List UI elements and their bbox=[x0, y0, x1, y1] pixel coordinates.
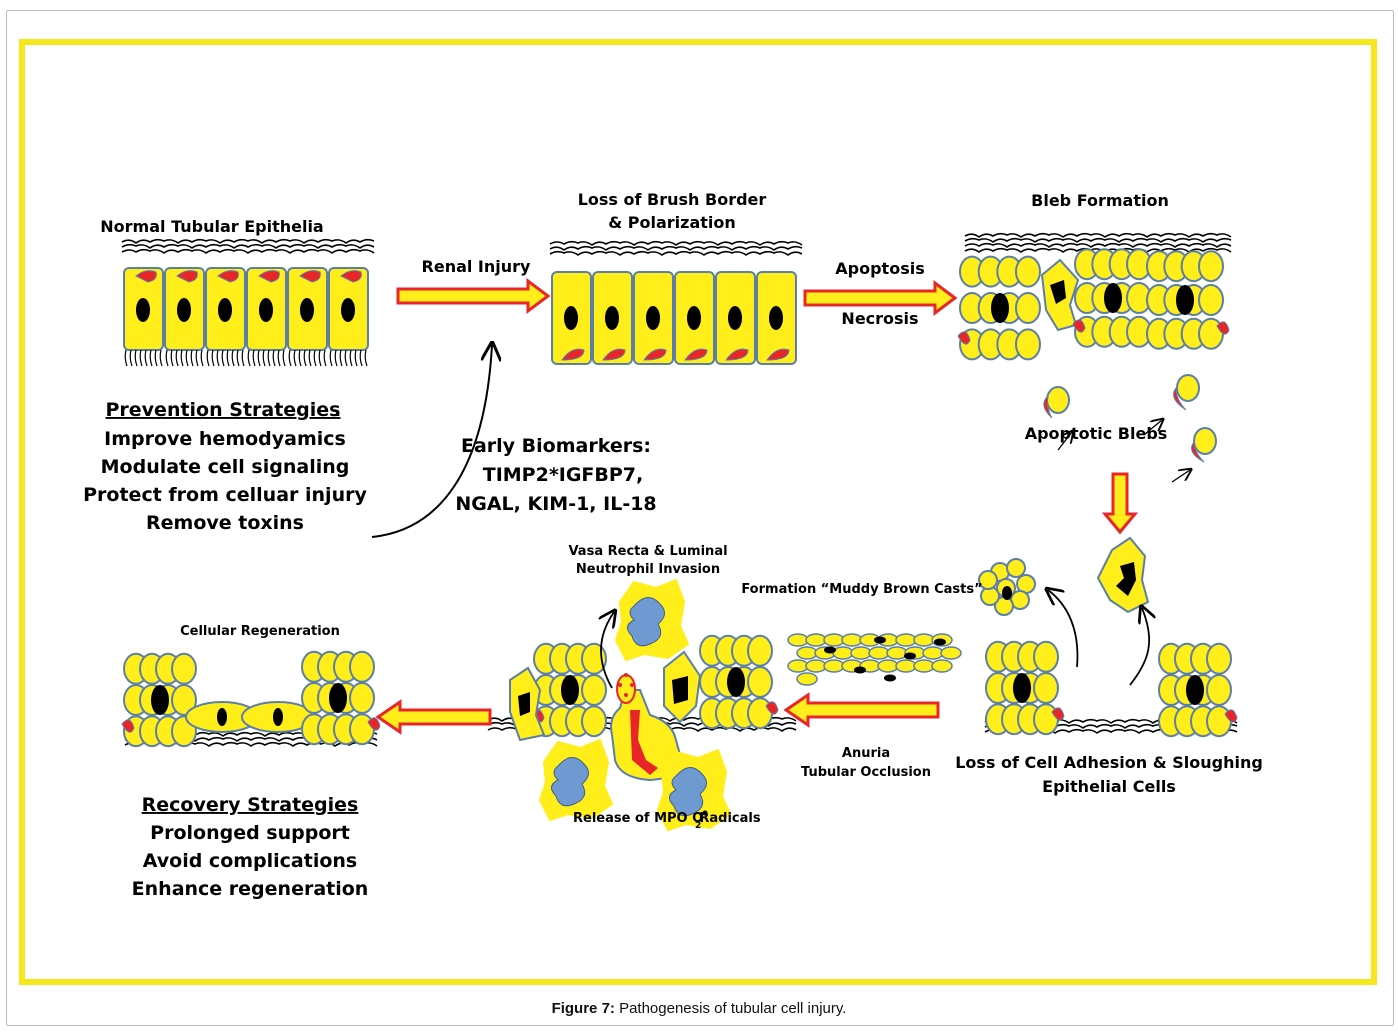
prevention-colon: . bbox=[334, 399, 341, 421]
label-cellular-regeneration: Cellular Regeneration bbox=[180, 624, 340, 639]
arrow-prevention-to-injury bbox=[371, 345, 492, 538]
sloughed-necrotic-cell bbox=[1096, 536, 1150, 614]
basement-fibers-brush bbox=[549, 240, 803, 256]
label-sloughing-1: Loss of Cell Adhesion & Sloughing bbox=[955, 753, 1263, 772]
label-brush-border-2: & Polarization bbox=[608, 213, 736, 232]
arrow-apoptosis-necrosis bbox=[803, 280, 958, 316]
recovery-title: Recovery Strategies bbox=[142, 794, 359, 816]
regenerating-cells bbox=[121, 650, 381, 748]
prevention-title: Prevention Strategies bbox=[105, 399, 340, 421]
prevention-item-3: Protect from celluar injury bbox=[83, 484, 367, 506]
neutrophil-scene-cells bbox=[509, 634, 779, 742]
label-apoptotic-blebs: Apoptotic Blebs bbox=[1025, 424, 1168, 443]
label-sloughing-2: Epithelial Cells bbox=[1042, 777, 1176, 796]
depolarized-cell-row bbox=[551, 271, 797, 365]
label-renal-injury: Renal Injury bbox=[422, 257, 532, 276]
label-release-radicals: Radicals bbox=[699, 811, 760, 826]
label-bleb-formation: Bleb Formation bbox=[1031, 191, 1169, 210]
recovery-item-3: Enhance regeneration bbox=[132, 878, 369, 900]
label-apoptosis: Apoptosis bbox=[835, 259, 924, 278]
neutrophils bbox=[538, 578, 732, 832]
caption-label: Figure 7: bbox=[551, 1000, 615, 1017]
arrow-neutrophil-up bbox=[601, 612, 614, 689]
caption-text: Pathogenesis of tubular cell injury. bbox=[614, 1000, 847, 1017]
arrow-regeneration bbox=[375, 699, 492, 735]
label-release-mpo: Release of MPO O bbox=[573, 811, 703, 826]
label-neutrophil-1: Vasa Recta & Luminal bbox=[568, 544, 727, 559]
prevention-item-4: Remove toxins bbox=[146, 512, 304, 534]
sloughing-cell-clusters bbox=[985, 640, 1238, 738]
muddy-brown-cast-cluster bbox=[978, 558, 1036, 616]
recovery-item-2: Avoid complications bbox=[143, 850, 358, 872]
arrow-curve-cast bbox=[1048, 590, 1079, 668]
normal-cell-row bbox=[123, 267, 369, 351]
label-neutrophil-2: Neutrophil Invasion bbox=[576, 562, 720, 577]
label-anuria: Anuria bbox=[842, 746, 890, 761]
label-tubular-occlusion: Tubular Occlusion bbox=[801, 765, 931, 780]
basement-fibers-normal bbox=[121, 238, 375, 254]
bleb-cell-clusters bbox=[957, 248, 1230, 361]
brush-border-villi bbox=[124, 349, 368, 367]
label-muddy-brown-casts: Formation “Muddy Brown Casts” bbox=[741, 582, 982, 597]
label-normal-epithelia: Normal Tubular Epithelia bbox=[100, 217, 323, 236]
arrow-down-sloughing bbox=[1101, 472, 1139, 535]
radical-dot bbox=[702, 810, 708, 816]
label-necrosis: Necrosis bbox=[841, 309, 918, 328]
biomarkers-title: Early Biomarkers: bbox=[461, 435, 651, 457]
label-release-sub: 2 bbox=[695, 821, 701, 831]
outer-border bbox=[6, 10, 1394, 1026]
yellow-frame bbox=[19, 39, 1377, 985]
prevention-item-2: Modulate cell signaling bbox=[101, 456, 350, 478]
cast-sheet-cells bbox=[787, 633, 962, 686]
arrow-renal-injury bbox=[396, 278, 551, 314]
prevention-item-1: Improve hemodyamics bbox=[104, 428, 346, 450]
biomarkers-line-2: NGAL, KIM-1, IL-18 bbox=[455, 493, 656, 515]
apoptotic-bleb-particles bbox=[1043, 374, 1217, 483]
biomarkers-line-1: TIMP2*IGFBP7, bbox=[483, 464, 644, 486]
recovery-item-1: Prolonged support bbox=[150, 822, 350, 844]
label-brush-border-1: Loss of Brush Border bbox=[578, 190, 767, 209]
basement-fibers-bleb bbox=[964, 232, 1232, 253]
figure-caption: Figure 7: Pathogenesis of tubular cell i… bbox=[0, 1000, 1398, 1017]
arrow-anuria bbox=[783, 692, 940, 728]
vessel-shape bbox=[610, 673, 684, 782]
arrow-curve-slough bbox=[1129, 608, 1149, 686]
